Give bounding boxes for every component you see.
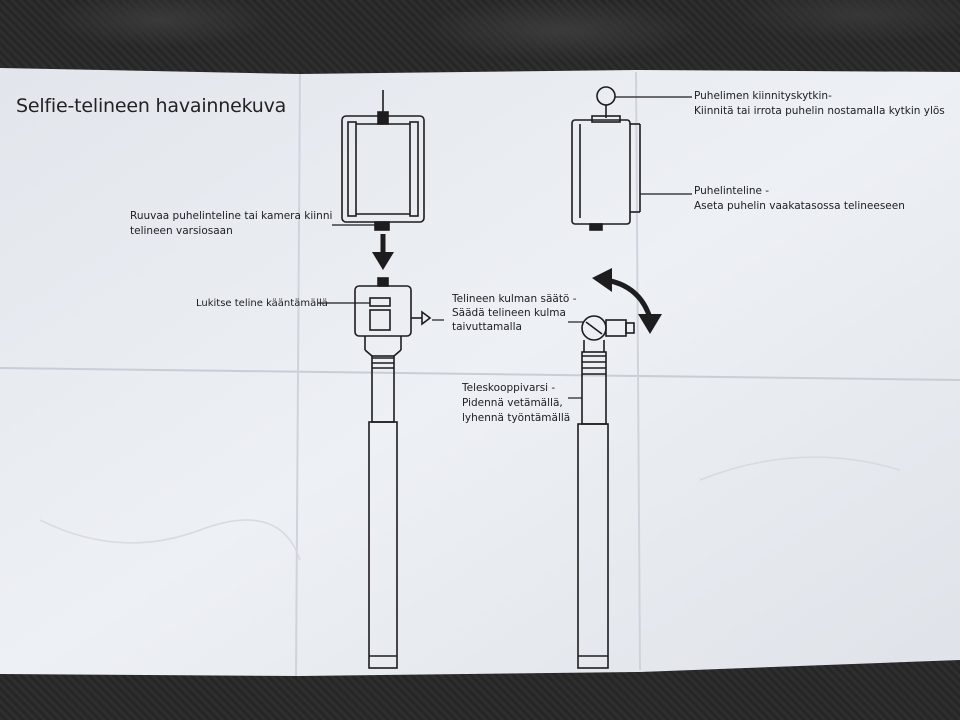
angle-label-3: taivuttamalla	[452, 321, 522, 333]
mount-head-front	[354, 277, 432, 357]
angle-joint-side	[581, 315, 635, 352]
rotate-arrow-icon	[592, 268, 662, 334]
holder-label-2: Aseta puhelin vaakatasossa telineeseen	[694, 200, 905, 212]
screw-mount-label-2: telineen varsiosaan	[130, 225, 233, 237]
screw-mount-label-1: Ruuvaa puhelinteline tai kamera kiinni	[130, 210, 333, 222]
phone-holder-front	[341, 90, 425, 231]
telescope-label-3: lyhennä työntämällä	[462, 412, 571, 424]
telescopic-pole-side	[577, 351, 609, 669]
clip-label-1: Puhelimen kiinnityskytkin-	[694, 90, 832, 102]
phone-holder-side	[571, 86, 641, 231]
arrow-down-icon	[372, 234, 394, 270]
page-title: Selfie-telineen havainnekuva	[16, 95, 287, 117]
telescopic-pole-front	[368, 355, 398, 669]
angle-label-1: Telineen kulman säätö -	[452, 293, 577, 305]
holder-label-1: Puhelinteline -	[694, 185, 770, 197]
telescope-label-1: Teleskooppivarsi -	[462, 382, 556, 394]
telescope-label-2: Pidennä vetämällä,	[462, 397, 563, 409]
lock-label: Lukitse teline kääntämällä	[196, 298, 328, 309]
clip-label-2: Kiinnitä tai irrota puhelin nostamalla k…	[694, 105, 945, 117]
angle-label-2: Säädä telineen kulma	[452, 307, 566, 319]
leader-lines	[318, 96, 692, 399]
